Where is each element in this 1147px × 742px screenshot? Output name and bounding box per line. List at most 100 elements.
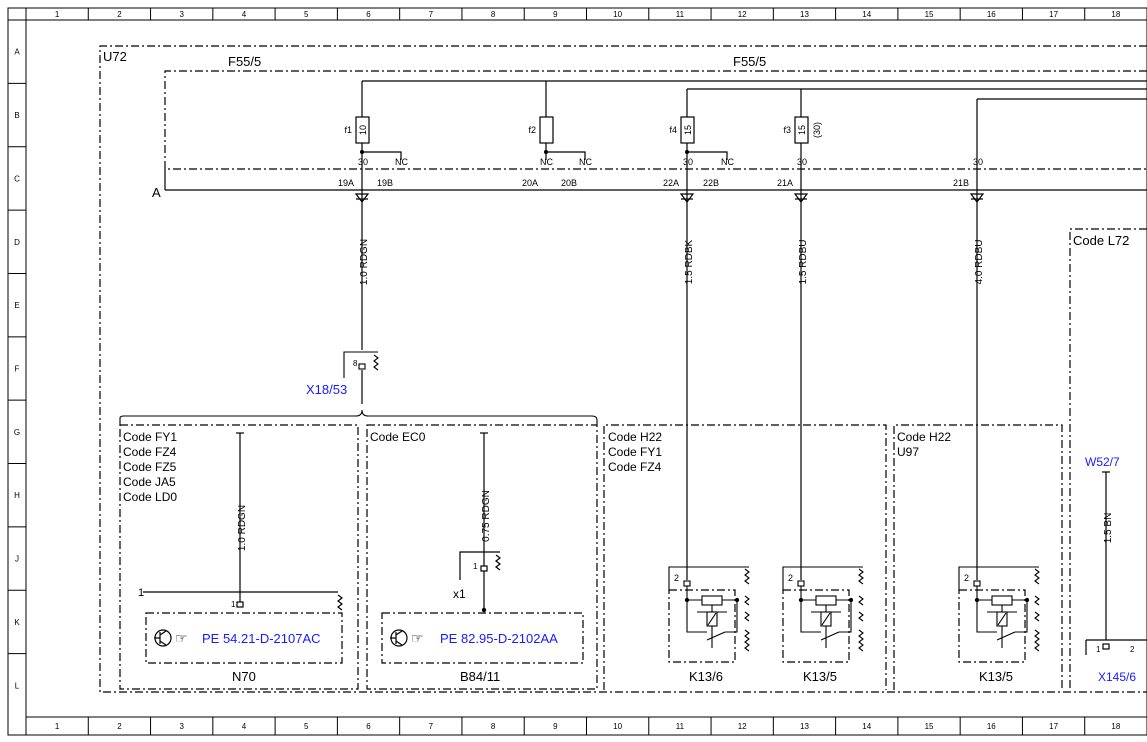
wire-label: 1.5 RDBK — [684, 239, 695, 284]
connector-a — [164, 169, 1147, 191]
sensor-b84 — [381, 612, 584, 664]
ruler-column-label: 10 — [613, 722, 622, 731]
pointing-hand-icon: ☞ — [411, 630, 424, 646]
fuse-f3[interactable]: f3 15 (30) — [783, 116, 822, 144]
ruler-column-label: 4 — [242, 10, 247, 19]
ruler-column-label: 7 — [429, 722, 434, 731]
relay-k13-5: K13/5 — [979, 669, 1013, 684]
ruler-column-label: 15 — [925, 10, 934, 19]
wire-label: 1.0 RDGN — [237, 505, 248, 551]
svg-text:Code FZ4: Code FZ4 — [608, 460, 662, 474]
ruler-column-label: 17 — [1049, 10, 1058, 19]
terminal-nc: NC — [540, 157, 553, 167]
ruler-row-label: H — [14, 491, 20, 500]
reference-link[interactable]: PE 54.21-D-2107AC — [202, 631, 321, 646]
svg-text:Code FY1: Code FY1 — [123, 430, 177, 444]
frame — [7, 7, 1147, 736]
ruler-column-label: 6 — [366, 722, 371, 731]
wire-label: 1.0 RDGN — [359, 239, 370, 285]
ruler-column-label: 14 — [862, 722, 871, 731]
u72-label: U72 — [103, 49, 127, 64]
ruler-column-label: 5 — [304, 10, 309, 19]
lower-panels — [119, 228, 1147, 690]
relay-k13-5-symbol[interactable] — [782, 566, 864, 663]
svg-text:(30): (30) — [812, 122, 822, 138]
svg-text:Code FZ5: Code FZ5 — [123, 460, 177, 474]
ruler-column-label: 2 — [117, 10, 122, 19]
fuse-f4[interactable]: f4 15 — [669, 116, 695, 144]
f55-label-right: F55/5 — [733, 54, 766, 69]
ruler-column-label: 3 — [179, 722, 184, 731]
pin-label: 21B — [953, 178, 969, 188]
ruler-column-label: 11 — [676, 10, 685, 19]
ruler-column-label: 4 — [242, 722, 247, 731]
pin-label: 22A — [663, 178, 679, 188]
pin-label: 22B — [703, 178, 719, 188]
ruler-row-label: L — [15, 681, 20, 690]
pin-label: 1 — [231, 600, 236, 609]
pin-label: 20A — [522, 178, 538, 188]
relays — [668, 566, 1040, 663]
component-name: B84/11 — [460, 669, 500, 684]
svg-text:Code JA5: Code JA5 — [123, 475, 176, 489]
ruler-column-label: 11 — [676, 722, 685, 731]
transistor-icon — [390, 629, 408, 647]
ruler-column-label: 5 — [304, 722, 309, 731]
ruler-column-label: 12 — [738, 722, 747, 731]
x145-link[interactable]: X145/6 — [1098, 670, 1136, 684]
ruler-column-label: 14 — [862, 10, 871, 19]
pin-label: 20B — [561, 178, 577, 188]
ruler-column-label: 10 — [613, 10, 622, 19]
pin-label: 2 — [1130, 645, 1135, 654]
pointing-hand-icon: ☞ — [175, 630, 188, 646]
reference-link[interactable]: PE 82.95-D-2102AA — [440, 631, 558, 646]
panel3-codes: Code H22 Code FY1 Code FZ4 — [608, 430, 662, 474]
ruler-column-label: 15 — [925, 722, 934, 731]
connector-x18[interactable] — [343, 351, 379, 378]
pin-label: 2 — [964, 573, 969, 583]
pin-label: 21A — [777, 178, 793, 188]
ruler-column-label: 12 — [738, 10, 747, 19]
ruler-column-label: 9 — [553, 722, 558, 731]
ruler-column-label: 7 — [429, 10, 434, 19]
ruler-column-label: 13 — [800, 10, 809, 19]
ruler-row-label: A — [14, 48, 20, 57]
ruler-column-label: 1 — [55, 10, 60, 19]
pin-label: 1 — [138, 587, 144, 599]
wire-label: 1.5 BN — [1103, 513, 1114, 544]
connector-x18-link[interactable]: X18/53 — [306, 382, 347, 397]
wire-label: 4.0 RDBU — [974, 239, 985, 284]
fuse-f2[interactable]: f2 — [528, 116, 554, 144]
relay-k13-5-symbol[interactable] — [958, 566, 1040, 663]
pin-label: 8 — [353, 359, 358, 368]
terminal-nc: NC — [395, 157, 408, 167]
ruler-row-label: D — [14, 238, 20, 247]
svg-text:10: 10 — [358, 125, 368, 135]
terminal-nc: NC — [579, 157, 592, 167]
ruler-column-label: 3 — [179, 10, 184, 19]
u72-box — [99, 45, 1147, 693]
terminal-30: 30 — [358, 157, 368, 167]
terminal-nc: NC — [721, 157, 734, 167]
wire-label: 1.5 RDBU — [798, 239, 809, 284]
code-l72-label: Code L72 — [1073, 233, 1129, 248]
svg-text:Code FY1: Code FY1 — [608, 445, 662, 459]
panel2-wire — [459, 432, 501, 610]
fuse-f1[interactable]: f1 10 — [344, 116, 370, 144]
splice-label: x1 — [453, 587, 466, 601]
busbars — [361, 80, 1147, 158]
panel2-code: Code EC0 — [370, 430, 426, 444]
pin-label: 1 — [473, 562, 478, 571]
terminal-30: 30 — [973, 157, 983, 167]
splice-dot — [481, 607, 487, 613]
w52-link[interactable]: W52/7 — [1085, 455, 1120, 469]
svg-text:15: 15 — [797, 125, 807, 135]
relay-k13-5: K13/5 — [803, 669, 837, 684]
panel1-codes: Code FY1 Code FZ4 Code FZ5 Code JA5 Code… — [123, 430, 177, 504]
ruler-column-label: 16 — [987, 722, 996, 731]
relay-k13-6-symbol[interactable] — [668, 566, 750, 663]
f55-label-left: F55/5 — [228, 54, 261, 69]
